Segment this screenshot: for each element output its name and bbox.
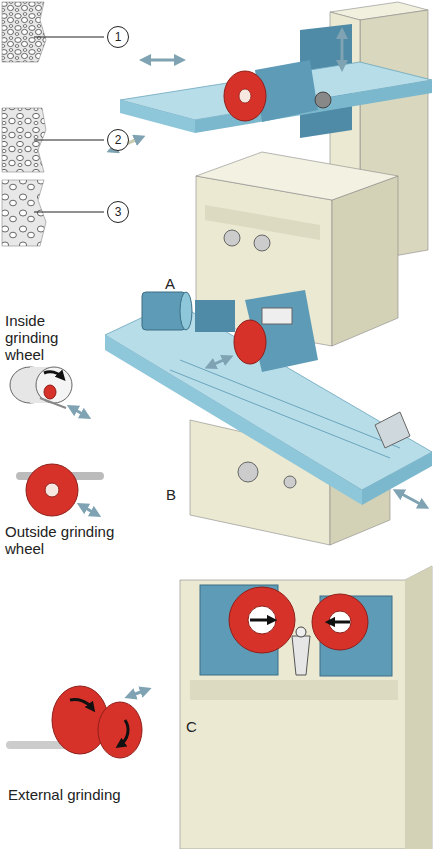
callout-circle: 3 bbox=[107, 201, 129, 223]
figure-letter: B bbox=[166, 486, 176, 503]
part-label: Outside grinding wheel bbox=[5, 523, 123, 557]
callout-number: 2 bbox=[115, 134, 122, 146]
part-label: Inside grinding wheel bbox=[5, 312, 77, 363]
callout-circle: 1 bbox=[107, 26, 129, 48]
callout-number: 3 bbox=[115, 206, 122, 218]
callout-circle: 2 bbox=[107, 129, 129, 151]
figure-letter: A bbox=[165, 275, 175, 292]
callout-number: 1 bbox=[115, 31, 122, 43]
part-label: External grinding bbox=[8, 786, 121, 803]
figure-letter: C bbox=[186, 718, 197, 735]
